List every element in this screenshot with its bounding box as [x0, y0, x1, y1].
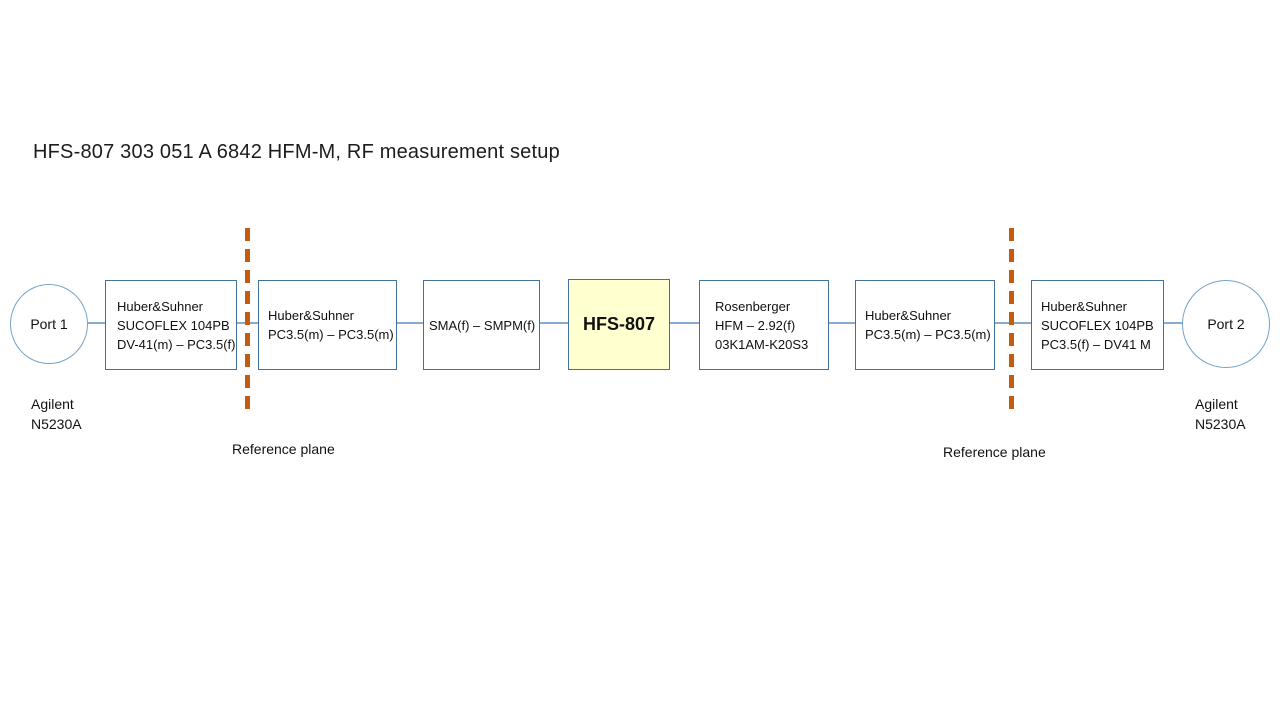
block-adapter-2: SMA(f) – SMPM(f) [423, 280, 540, 370]
block-adapter-4-line1: Huber&Suhner [865, 308, 951, 323]
dut-label: HFS-807 [582, 314, 656, 334]
block-cable-port1: Huber&Suhner SUCOFLEX 104PB DV-41(m) – P… [105, 280, 237, 370]
block-cable-port2-line1: Huber&Suhner [1041, 298, 1127, 314]
diagram-title: HFS-807 303 051 A 6842 HFM-M, RF measure… [33, 141, 560, 163]
reference-plane-label-right: Reference plane [943, 444, 1046, 460]
block-adapter-3: Rosenberger HFM – 2.92(f) 03K1AM-K20S3 [699, 280, 829, 370]
instrument-label-port2: Agilent N5230A [1195, 396, 1246, 432]
instrument-label-port1: Agilent N5230A [31, 396, 82, 432]
block-adapter-2-line1: SMA(f) – SMPM(f) [429, 317, 536, 333]
reference-plane-line-left [245, 228, 250, 416]
block-adapter-1: Huber&Suhner PC3.5(m) – PC3.5(m) [258, 280, 397, 370]
block-cable-port1-line3: DV-41(m) – PC3.5(f) [117, 336, 236, 352]
block-adapter-3-line2: HFM – 2.92(f) [715, 317, 796, 333]
block-adapter-1-line1: Huber&Suhner [268, 308, 354, 323]
vna-port2-label: Port 2 [1207, 316, 1245, 332]
block-cable-port2: Huber&Suhner SUCOFLEX 104PB PC3.5(f) – D… [1031, 280, 1164, 370]
block-adapter-3-line3: 03K1AM-K20S3 [715, 336, 809, 352]
block-adapter-1-line2: PC3.5(m) – PC3.5(m) [268, 327, 394, 342]
reference-plane-label-left: Reference plane [232, 441, 335, 457]
block-cable-port1-line1: Huber&Suhner [117, 298, 203, 314]
block-device-under-test: HFS-807 [568, 279, 670, 370]
block-cable-port1-line2: SUCOFLEX 104PB [117, 317, 230, 333]
vna-port2-circle: Port 2 [1182, 280, 1270, 368]
block-cable-port2-line2: SUCOFLEX 104PB [1041, 317, 1154, 333]
block-adapter-3-line1: Rosenberger [715, 298, 791, 314]
vna-port1-label: Port 1 [30, 316, 68, 332]
reference-plane-line-right [1009, 228, 1014, 416]
vna-port1-circle: Port 1 [10, 284, 88, 364]
block-adapter-4: Huber&Suhner PC3.5(m) – PC3.5(m) [855, 280, 995, 370]
block-adapter-4-line2: PC3.5(m) – PC3.5(m) [865, 327, 991, 342]
block-cable-port2-line3: PC3.5(f) – DV41 M [1041, 336, 1151, 352]
